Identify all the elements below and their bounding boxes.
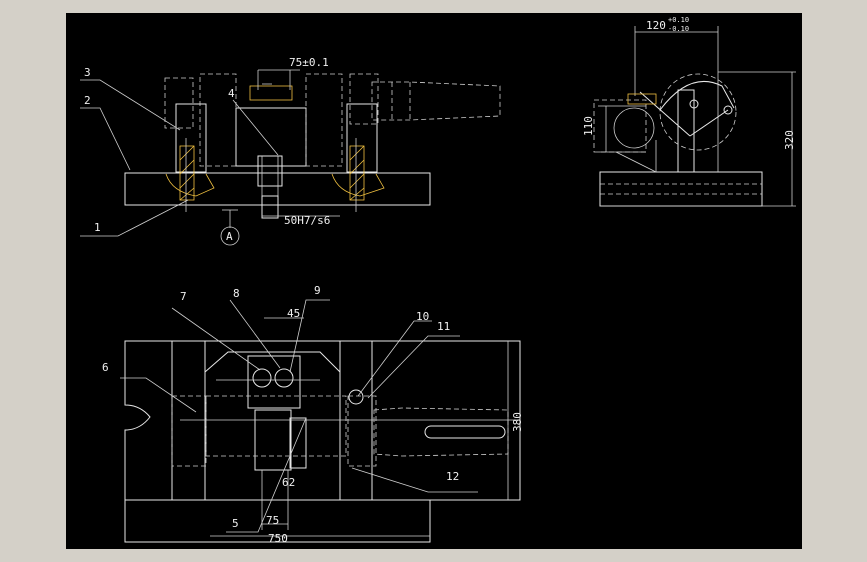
part-label-10: 10 — [416, 310, 429, 323]
part-label-12: 12 — [446, 470, 459, 483]
side-view — [593, 26, 796, 207]
front-view — [80, 69, 501, 246]
cad-drawing-canvas — [66, 13, 802, 549]
dim-75-tol: 75±0.1 — [289, 56, 329, 69]
part-label-2: 2 — [84, 94, 91, 107]
dim-fit: 50H7/s6 — [284, 214, 330, 227]
dim-120-tol-top: +0.10 — [668, 16, 689, 24]
plan-view — [120, 299, 521, 543]
dim-380: 380 — [511, 412, 524, 432]
part-label-8: 8 — [233, 287, 240, 300]
dim-320: 320 — [783, 130, 796, 150]
part-label-5: 5 — [232, 517, 239, 530]
part-label-3: 3 — [84, 66, 91, 79]
annotations: 3 2 1 4 75±0.1 50H7/s6 A 120 +0.10 -0.10… — [84, 16, 796, 545]
part-label-11: 11 — [437, 320, 450, 333]
part-label-9: 9 — [314, 284, 321, 297]
dim-120: 120 — [646, 19, 666, 32]
part-label-4: 4 — [228, 87, 235, 100]
dim-75: 75 — [266, 514, 279, 527]
part-label-1: 1 — [94, 221, 101, 234]
window-frame — [0, 0, 66, 562]
part-label-7: 7 — [180, 290, 187, 303]
part-label-6: 6 — [102, 361, 109, 374]
datum-a: A — [226, 230, 233, 243]
dim-750: 750 — [268, 532, 288, 545]
dim-62: 62 — [282, 476, 295, 489]
dim-45: 45 — [287, 307, 300, 320]
dim-110: 110 — [582, 116, 595, 136]
dim-120-tol-bot: -0.10 — [668, 25, 689, 33]
